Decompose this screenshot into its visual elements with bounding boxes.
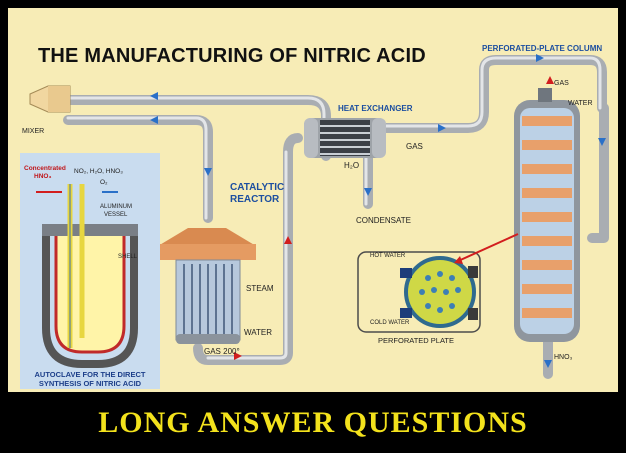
inset-hno3-label: HNO₃ (34, 173, 52, 180)
arrow-left-icon (150, 116, 158, 124)
mixer-label: MIXER (22, 128, 45, 135)
gas-mid-label: GAS (406, 142, 423, 151)
arrow-down-icon (598, 138, 606, 146)
arrow-right-icon (438, 124, 446, 132)
condensate-label: CONDENSATE (356, 216, 411, 225)
inset-caption: AUTOCLAVE FOR THE DIRECT SYNTHESIS OF NI… (22, 370, 158, 388)
arrow-left-icon (150, 92, 158, 100)
reactor-label: REACTOR (230, 194, 280, 205)
arrow-down-icon (544, 360, 552, 368)
arrow-up-icon (546, 76, 554, 84)
h2o-label: H₂O (344, 161, 360, 170)
inset-caption-line-2: SYNTHESIS OF NITRIC ACID (38, 379, 142, 388)
arrow-up-icon (284, 236, 292, 244)
heat-exchanger-label: HEAT EXCHANGER (338, 104, 413, 113)
arrow-down-icon (364, 188, 372, 196)
diagram-panel: THE MANUFACTURING OF NITRIC ACID MIXER H… (8, 8, 618, 392)
arrow-right-icon (536, 54, 544, 62)
heat-exchanger (304, 118, 386, 158)
inset-caption-line-1: AUTOCLAVE FOR THE DIRECT (34, 370, 146, 379)
catalytic-label: CATALYTIC (230, 182, 285, 193)
mixer (29, 85, 71, 113)
pipe-reactor-return (193, 133, 303, 365)
perforated-plate-column (514, 88, 580, 342)
footer-bar (0, 400, 626, 453)
process-diagram (20, 54, 609, 389)
arrow-down-icon (204, 168, 212, 176)
flow-arrows (150, 54, 606, 368)
column-label: PERFORATED-PLATE COLUMN (482, 44, 603, 53)
steam-label: STEAM (246, 284, 274, 293)
gas-top-label: GAS (554, 80, 569, 87)
hno3-label: HNO₃ (554, 354, 573, 361)
page-title: THE MANUFACTURING OF NITRIC ACID (38, 45, 426, 67)
inset-vessel-label: VESSEL (104, 212, 128, 218)
perforated-plate-label: PERFORATED PLATE (378, 336, 454, 345)
water-top-label: WATER (568, 100, 593, 107)
cold-water-label: COLD WATER (370, 320, 410, 326)
water-reactor-label: WATER (244, 328, 272, 337)
footer-heading: LONG ANSWER QUESTIONS (98, 406, 528, 439)
gas-temp-label: GAS 200° (204, 347, 240, 356)
inset-shell-label: SHELL (118, 254, 138, 260)
inset-o2-label: O₂ (100, 179, 108, 186)
arrow-right-icon (234, 352, 242, 360)
inset-aluminum-label: ALUMINUM (100, 204, 133, 210)
autoclave-drawing (20, 153, 160, 389)
hot-water-label: HOT WATER (370, 253, 406, 259)
inset-concentrated-label: Concentrated (24, 165, 66, 172)
inset-gases-label: NO₂, H₂O, HNO₃ (74, 168, 123, 175)
catalytic-reactor (156, 228, 256, 344)
perforated-plate-detail (357, 233, 519, 333)
